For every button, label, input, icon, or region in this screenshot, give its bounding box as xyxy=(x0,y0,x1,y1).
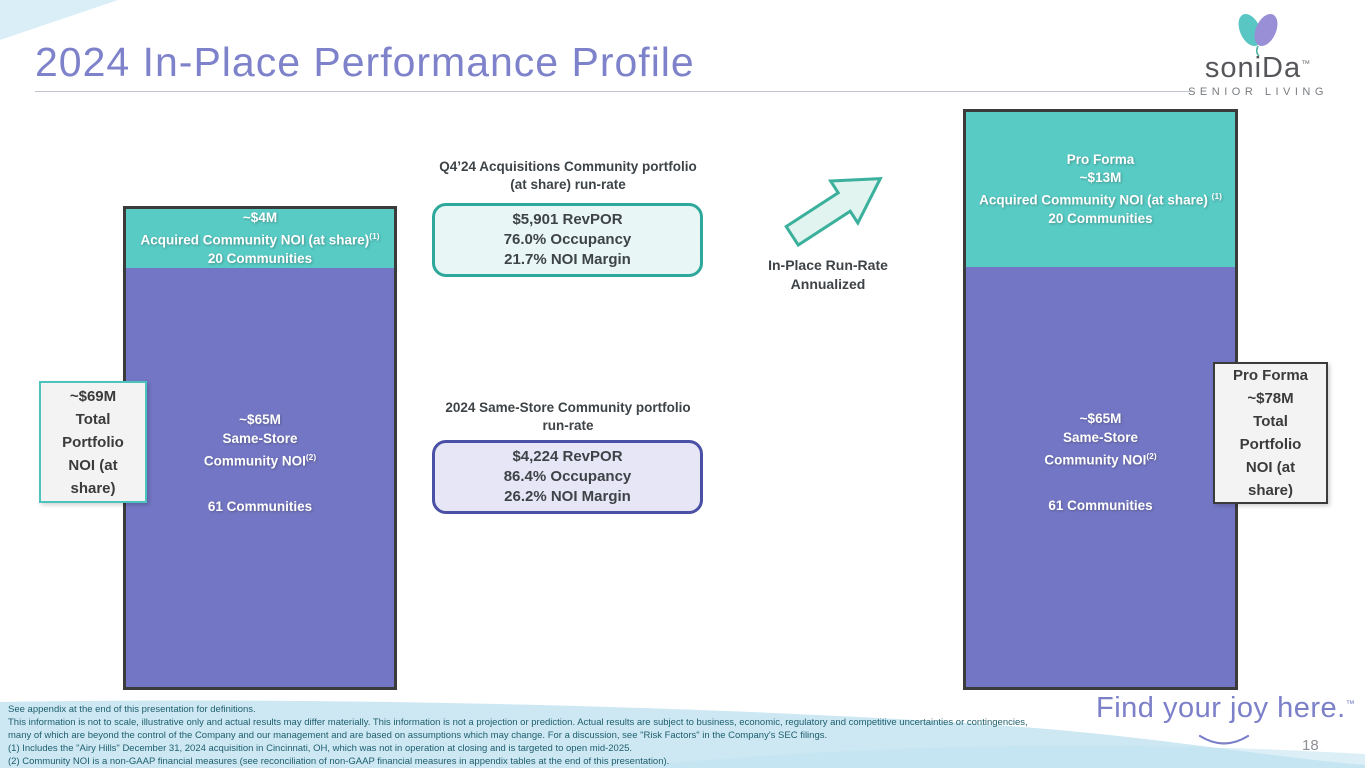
left-total-noi-callout: ~$69M Total Portfolio NOI (at share) xyxy=(39,381,147,503)
footnote-ref-2: (2) xyxy=(1146,451,1157,461)
logo-subtitle: SENIOR LIVING xyxy=(1188,86,1328,98)
acquired-amount: ~$4M xyxy=(242,210,278,226)
footnote-line: (1) Includes the "Airy Hills" December 3… xyxy=(8,743,633,754)
metric-revpor: $4,224 RevPOR xyxy=(512,448,623,465)
samestore-label-1: Same-Store xyxy=(1062,430,1139,445)
acquisitions-runrate-header: Q4’24 Acquisitions Community portfolio (… xyxy=(408,158,728,194)
right-stacked-bar: Pro Forma ~$13M Acquired Community NOI (… xyxy=(963,109,1238,690)
footnote-line: (2) Community NOI is a non-GAAP financia… xyxy=(8,756,670,767)
samestore-runrate-header: 2024 Same-Store Community portfolio run-… xyxy=(408,399,728,435)
samestore-amount: ~$65M xyxy=(1079,411,1122,426)
acquisitions-metrics-box: $5,901 RevPOR 76.0% Occupancy 21.7% NOI … xyxy=(432,203,703,277)
samestore-amount: ~$65M xyxy=(239,412,281,427)
footnotes: See appendix at the end of this presenta… xyxy=(8,703,1028,768)
page-number: 18 xyxy=(1302,737,1319,754)
callout-line: Portfolio xyxy=(62,433,124,451)
right-bar-acquired-segment: Pro Forma ~$13M Acquired Community NOI (… xyxy=(966,112,1235,267)
callout-line: ~$78M xyxy=(1247,390,1294,407)
metric-occupancy: 86.4% Occupancy xyxy=(503,468,632,485)
metric-revpor: $5,901 RevPOR xyxy=(512,211,623,228)
header-line: (at share) run-rate xyxy=(510,177,626,192)
acquired-label: Acquired Community NOI (at share)(1) xyxy=(126,227,394,250)
left-bar-acquired-segment: ~$4M Acquired Community NOI (at share)(1… xyxy=(126,209,394,268)
acquired-communities: 20 Communities xyxy=(207,250,313,266)
tagline-text: Find your joy here. xyxy=(1096,692,1346,724)
metric-noi-margin: 26.2% NOI Margin xyxy=(504,488,631,505)
samestore-label-2: Community NOI(2) xyxy=(966,447,1235,470)
footnote-ref-2: (2) xyxy=(305,452,317,462)
acquired-label-text: Acquired Community NOI (at share) xyxy=(979,192,1208,208)
callout-line: ~$69M xyxy=(69,387,117,405)
samestore-label-text: Community NOI xyxy=(203,453,306,469)
right-total-noi-callout: Pro Forma ~$78M Total Portfolio NOI (at … xyxy=(1213,362,1328,504)
proforma-line: Pro Forma xyxy=(1066,152,1135,168)
acquired-communities: 20 Communities xyxy=(1048,210,1153,226)
samestore-label-1: Same-Store xyxy=(222,431,298,446)
corner-wave-shape xyxy=(0,0,118,40)
samestore-communities: 61 Communities xyxy=(1048,497,1153,513)
samestore-label-2: Community NOI(2) xyxy=(126,448,394,471)
acquired-amount: ~$13M xyxy=(1079,170,1122,186)
header-line: Q4’24 Acquisitions Community portfolio xyxy=(439,159,697,174)
samestore-label-text: Community NOI xyxy=(1044,452,1147,468)
acquired-label: Acquired Community NOI (at share) (1) xyxy=(966,187,1235,210)
logo-tm: ™ xyxy=(1301,58,1312,69)
footnote-line: many of which are beyond the control of … xyxy=(8,730,828,741)
logo-brand-text: soniDa™ xyxy=(1188,54,1328,83)
callout-line: Total xyxy=(1253,413,1288,430)
callout-line: NOI (at xyxy=(68,456,118,474)
callout-line: NOI (at xyxy=(1245,459,1296,476)
footnote-ref-1: (1) xyxy=(369,231,380,242)
sonida-petals-icon xyxy=(1238,13,1278,56)
brand-tagline: Find your joy here.™ xyxy=(1096,692,1355,725)
header-line: run-rate xyxy=(542,418,594,433)
logo-brand: soniDa xyxy=(1204,52,1302,84)
arrow-label-line: In-Place Run-Rate xyxy=(768,257,888,273)
metric-occupancy: 76.0% Occupancy xyxy=(503,231,632,248)
sonida-logo: soniDa™ SENIOR LIVING xyxy=(1188,8,1328,98)
left-stacked-bar: ~$4M Acquired Community NOI (at share)(1… xyxy=(123,206,397,690)
header-line: 2024 Same-Store Community portfolio xyxy=(445,400,691,415)
callout-line: share) xyxy=(70,479,116,497)
tagline-tm: ™ xyxy=(1345,698,1356,709)
arrow-label-line: Annualized xyxy=(790,276,866,292)
samestore-communities: 61 Communities xyxy=(207,498,313,514)
footnote-ref-1: (1) xyxy=(1211,191,1222,202)
smile-arc-icon xyxy=(1198,734,1250,745)
callout-line: Portfolio xyxy=(1239,436,1302,453)
right-bar-samestore-segment: ~$65M Same-Store Community NOI(2) 61 Com… xyxy=(966,267,1235,515)
block-arrow-icon xyxy=(770,160,900,260)
callout-line: Total xyxy=(75,410,111,428)
page-title: 2024 In-Place Performance Profile xyxy=(35,39,695,85)
acquired-label-text: Acquired Community NOI (at share) xyxy=(140,232,370,248)
footnote-line: This information is not to scale, illust… xyxy=(8,717,1028,728)
callout-line: share) xyxy=(1247,482,1294,499)
metric-noi-margin: 21.7% NOI Margin xyxy=(504,251,631,268)
left-bar-samestore-segment: ~$65M Same-Store Community NOI(2) 61 Com… xyxy=(126,268,394,516)
samestore-metrics-box: $4,224 RevPOR 86.4% Occupancy 26.2% NOI … xyxy=(432,440,703,514)
arrow-label: In-Place Run-Rate Annualized xyxy=(744,256,912,294)
title-divider xyxy=(35,91,1193,92)
callout-line: Pro Forma xyxy=(1232,367,1308,384)
footnote-line: See appendix at the end of this presenta… xyxy=(8,704,256,715)
